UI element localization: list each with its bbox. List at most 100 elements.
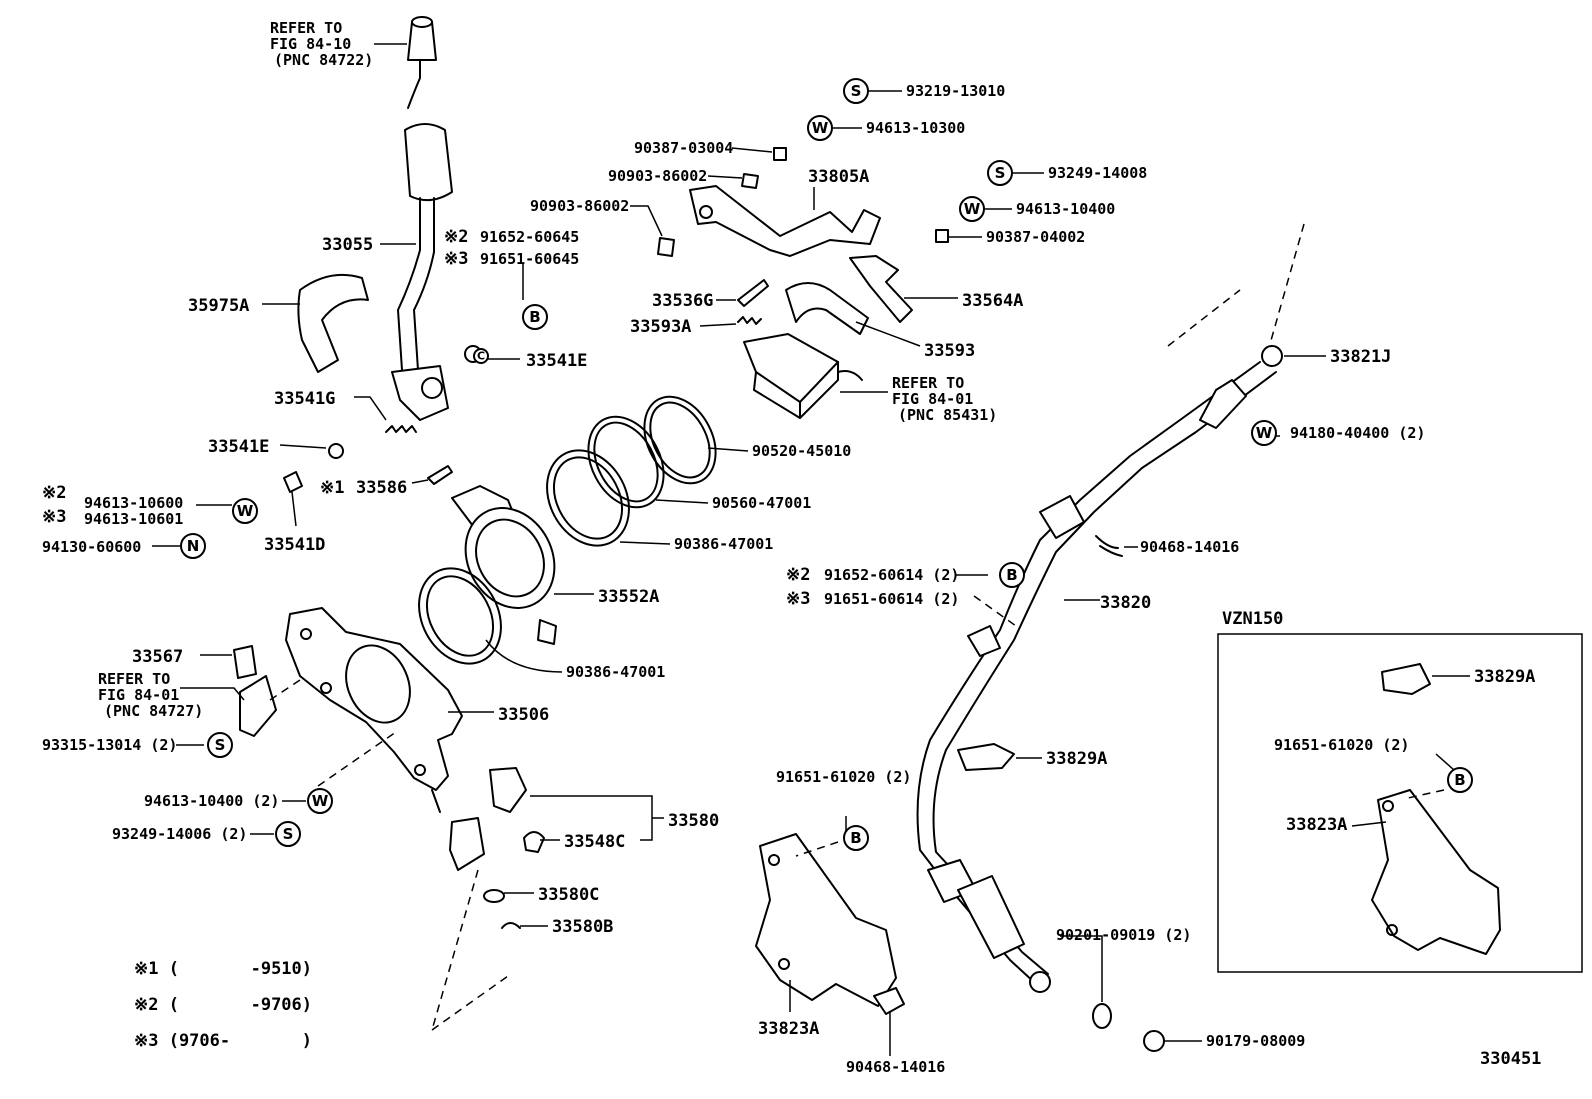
label-33506: 33506: [498, 705, 549, 725]
ring-90386-47001-b: [418, 567, 502, 665]
clip-90468-14016-b: [873, 987, 905, 1015]
label-33564A: 33564A: [962, 291, 1023, 311]
label-33548C: 33548C: [564, 832, 625, 852]
svg-text:S: S: [283, 825, 294, 843]
refer-8401b-line3: (PNC 84727): [104, 702, 203, 720]
label-33536G: 33536G: [652, 291, 713, 311]
label-33541G: 33541G: [274, 389, 335, 409]
label-33580B: 33580B: [552, 917, 613, 937]
cap-33548C: [523, 831, 545, 853]
refer-8401a-line2: FIG 84-01: [892, 390, 973, 408]
label-93249-14008: 93249-14008: [1048, 164, 1147, 182]
shift-lever-33055: [391, 123, 453, 421]
label-94613-10400-top: 94613-10400: [1016, 200, 1115, 218]
refer-8401b-line2: FIG 84-01: [98, 686, 179, 704]
label-33823A-box: 33823A: [1286, 815, 1347, 835]
label-33580: 33580: [668, 811, 719, 831]
refer-8401b-line1: REFER TO: [98, 670, 170, 688]
solenoid-block: [743, 333, 863, 419]
svg-text:B: B: [1454, 771, 1465, 789]
label-33593A: 33593A: [630, 317, 691, 337]
label-90520-45010: 90520-45010: [752, 442, 851, 460]
symbol-B-60645: B: [522, 304, 548, 330]
svg-text:S: S: [851, 82, 862, 100]
diagram-code: 330451: [1480, 1049, 1541, 1069]
ring-90386-47001-a: [546, 449, 630, 547]
bracket-33823A-box: [1371, 789, 1501, 955]
snap-ring-90520-45010: [643, 395, 717, 485]
label-33541E-left: 33541E: [208, 437, 269, 457]
refer-8401a-line3: (PNC 85431): [898, 406, 997, 424]
washer-90201-09019: [1092, 1003, 1112, 1029]
symbol-W-94613-10600: W: [232, 498, 258, 524]
svg-text:S: S: [215, 736, 226, 754]
label-94613-10600: 94613-10600: [84, 494, 183, 512]
label-93249-14006: 93249-14006 (2): [112, 825, 247, 843]
label-91652-60614: 91652-60614 (2): [824, 566, 959, 584]
label-33829A-box: 33829A: [1474, 667, 1535, 687]
legend-note-1: ※1 ( -9510): [134, 959, 312, 979]
refer-8410-line1: REFER TO: [270, 19, 342, 37]
label-94130-60600: 94130-60600: [42, 538, 141, 556]
label-33586: 33586: [356, 478, 407, 498]
label-91651-60614: 91651-60614 (2): [824, 590, 959, 608]
symbol-B-60614: B: [999, 562, 1025, 588]
nut-90179-08009: [1143, 1030, 1165, 1052]
label-33541E-right: 33541E: [526, 351, 587, 371]
svg-text:W: W: [964, 200, 981, 218]
svg-text:B: B: [850, 829, 861, 847]
note-mark-2-10600: ※2: [42, 483, 67, 503]
clip-33829A-box: [1381, 663, 1431, 695]
label-90201-09019: 90201-09019 (2): [1056, 926, 1191, 944]
bushing-90903-86002-a: [741, 173, 759, 189]
label-35975A: 35975A: [188, 296, 249, 316]
label-33823A-mid: 33823A: [758, 1019, 819, 1039]
label-vzn150: VZN150: [1222, 609, 1283, 629]
note-mark-3-60614: ※3: [786, 589, 811, 609]
shift-boot-35975A: [297, 273, 369, 373]
cap-90387-04002: [935, 229, 949, 243]
bracket-33823A-mid: [755, 833, 897, 1007]
label-90468-14016-a: 90468-14016: [1140, 538, 1239, 556]
note-mark-2-60645: ※2: [444, 227, 469, 247]
label-90468-14016-b: 90468-14016: [846, 1058, 945, 1076]
label-94613-10601: 94613-10601: [84, 510, 183, 528]
shift-cable-33820: [916, 345, 1283, 993]
label-33580C: 33580C: [538, 885, 599, 905]
label-94180-40400: 94180-40400 (2): [1290, 424, 1425, 442]
label-90560-47001: 90560-47001: [712, 494, 811, 512]
symbol-N-94130-60600: N: [180, 533, 206, 559]
symbol-B-61020-mid: B: [843, 825, 869, 851]
label-90386-47001-a: 90386-47001: [674, 535, 773, 553]
symbol-S-93249-14006: S: [275, 821, 301, 847]
symbol-W-94613-10400: W: [959, 196, 985, 222]
label-91651-61020-box: 91651-61020 (2): [1274, 736, 1409, 754]
label-90903-86002-b: 90903-86002: [530, 197, 629, 215]
label-90386-47001-b: 90386-47001: [566, 663, 665, 681]
note-mark-3-10601: ※3: [42, 507, 67, 527]
symbol-S-93315: S: [207, 732, 233, 758]
label-33805A: 33805A: [808, 167, 869, 187]
label-93219-13010: 93219-13010: [906, 82, 1005, 100]
label-94613-10300: 94613-10300: [866, 119, 965, 137]
label-94613-10400-2: 94613-10400 (2): [144, 792, 279, 810]
symbol-W-94613-10300: W: [807, 115, 833, 141]
refer-8410-line2: FIG 84-10: [270, 35, 351, 53]
retainer-33552A: [451, 485, 557, 645]
clip-33580B: [501, 922, 521, 929]
label-33552A: 33552A: [598, 587, 659, 607]
symbol-W-94180: W: [1251, 420, 1277, 446]
symbol-B-61020-box: B: [1447, 767, 1473, 793]
label-90903-86002-a: 90903-86002: [608, 167, 707, 185]
label-91651-60645: 91651-60645: [480, 250, 579, 268]
note-mark-1-33586: ※1: [320, 478, 345, 498]
bracket-33805A: [689, 185, 881, 257]
svg-text:W: W: [312, 792, 329, 810]
note-mark-2-60614: ※2: [786, 565, 811, 585]
svg-text:B: B: [529, 308, 540, 326]
label-33829A-mid: 33829A: [1046, 749, 1107, 769]
symbol-S-93219: S: [843, 78, 869, 104]
label-90387-03004: 90387-03004: [634, 139, 733, 157]
label-33820: 33820: [1100, 593, 1151, 613]
